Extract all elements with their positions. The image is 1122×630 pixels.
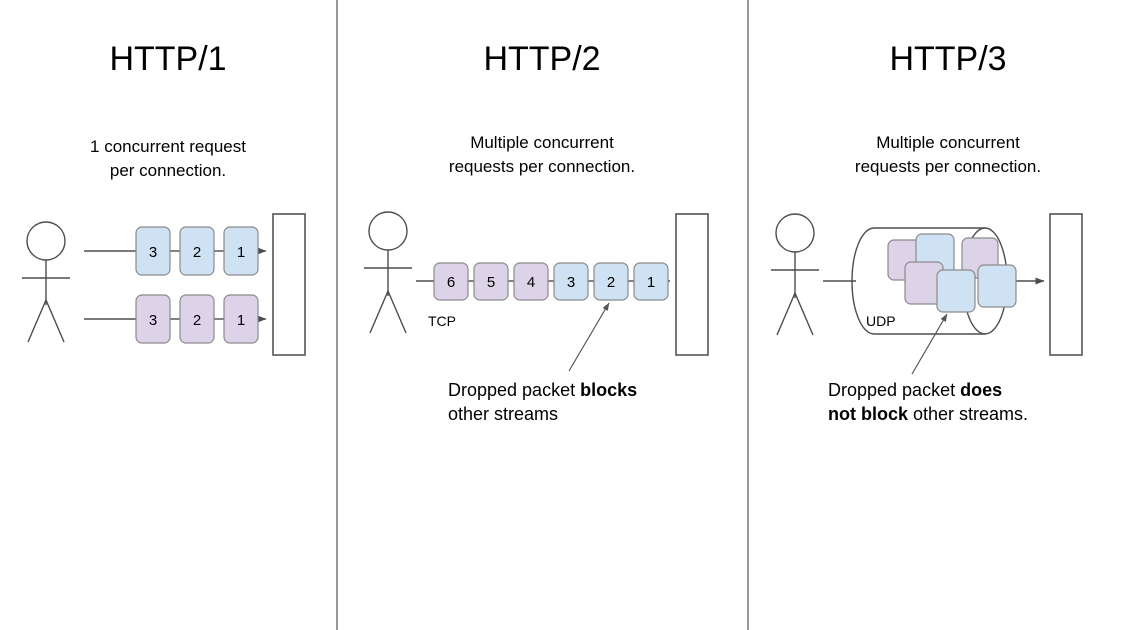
packet-label: 2 [193, 244, 201, 261]
packet-label: 4 [527, 274, 535, 291]
panel-http2: HTTP/2 Multiple concurrent requests per … [364, 40, 709, 424]
packet-http3-f [977, 264, 1017, 308]
packet-label: 1 [237, 312, 245, 329]
transport-label-udp: UDP [866, 313, 896, 329]
connection-row-http1-2: 3 2 1 [84, 294, 267, 344]
packet-label: 2 [193, 312, 201, 329]
server-node-http3 [1049, 213, 1083, 356]
packet-label: 5 [487, 274, 495, 291]
packet-http1-blue-2: 2 [179, 226, 215, 276]
packet-label: 3 [567, 274, 575, 291]
client-stick-figure-http2 [364, 211, 412, 334]
packet-http1-purple-2: 2 [179, 294, 215, 344]
client-stick-figure-http1 [22, 221, 70, 343]
packet-label: 3 [149, 244, 157, 261]
panel-title-http3: HTTP/3 [889, 40, 1006, 78]
packet-label: 2 [607, 274, 615, 291]
packet-http1-purple-3: 3 [135, 294, 171, 344]
packet-http3-e [936, 269, 976, 313]
connection-row-http1-1: 3 2 1 [84, 226, 267, 276]
annotation-arrow-http2 [568, 302, 610, 372]
caption-http3-line2: not block other streams. [828, 404, 1028, 424]
packet-label: 1 [647, 274, 655, 291]
panel-subtitle-http1-line1: 1 concurrent request [90, 137, 246, 156]
panel-subtitle-http2-line2: requests per connection. [449, 157, 635, 176]
annotation-arrow-http3 [911, 313, 948, 375]
panel-http1: HTTP/1 1 concurrent request per connecti… [22, 40, 306, 356]
packet-label: 1 [237, 244, 245, 261]
server-node-http2 [675, 213, 709, 356]
transport-label-tcp: TCP [428, 313, 456, 329]
panel-title-http2: HTTP/2 [483, 40, 600, 78]
caption-http3-line1: Dropped packet does [828, 380, 1002, 400]
panel-subtitle-http3-line2: requests per connection. [855, 157, 1041, 176]
server-node-http1 [272, 213, 306, 356]
packet-label: 3 [149, 312, 157, 329]
panel-title-http1: HTTP/1 [109, 40, 226, 78]
panel-subtitle-http2-line1: Multiple concurrent [470, 133, 614, 152]
packet-http2-6: 6 [433, 262, 469, 301]
packet-http2-5: 5 [473, 262, 509, 301]
caption-http2-line2: other streams [448, 404, 558, 424]
packet-http2-3: 3 [553, 262, 589, 301]
packet-http2-4: 4 [513, 262, 549, 301]
panel-subtitle-http1-line2: per connection. [110, 161, 226, 180]
panel-http3: HTTP/3 Multiple concurrent requests per … [771, 40, 1083, 424]
packet-http1-purple-1: 1 [223, 294, 259, 344]
panel-subtitle-http3-line1: Multiple concurrent [876, 133, 1020, 152]
packet-http1-blue-3: 3 [135, 226, 171, 276]
packet-http2-1: 1 [633, 262, 669, 301]
packet-http2-2: 2 [593, 262, 629, 301]
caption-http2-line1: Dropped packet blocks [448, 380, 637, 400]
connection-row-http2: 6 5 4 3 2 1 [416, 262, 671, 301]
client-stick-figure-http3 [771, 213, 819, 336]
packet-label: 6 [447, 274, 455, 291]
packet-http1-blue-1: 1 [223, 226, 259, 276]
